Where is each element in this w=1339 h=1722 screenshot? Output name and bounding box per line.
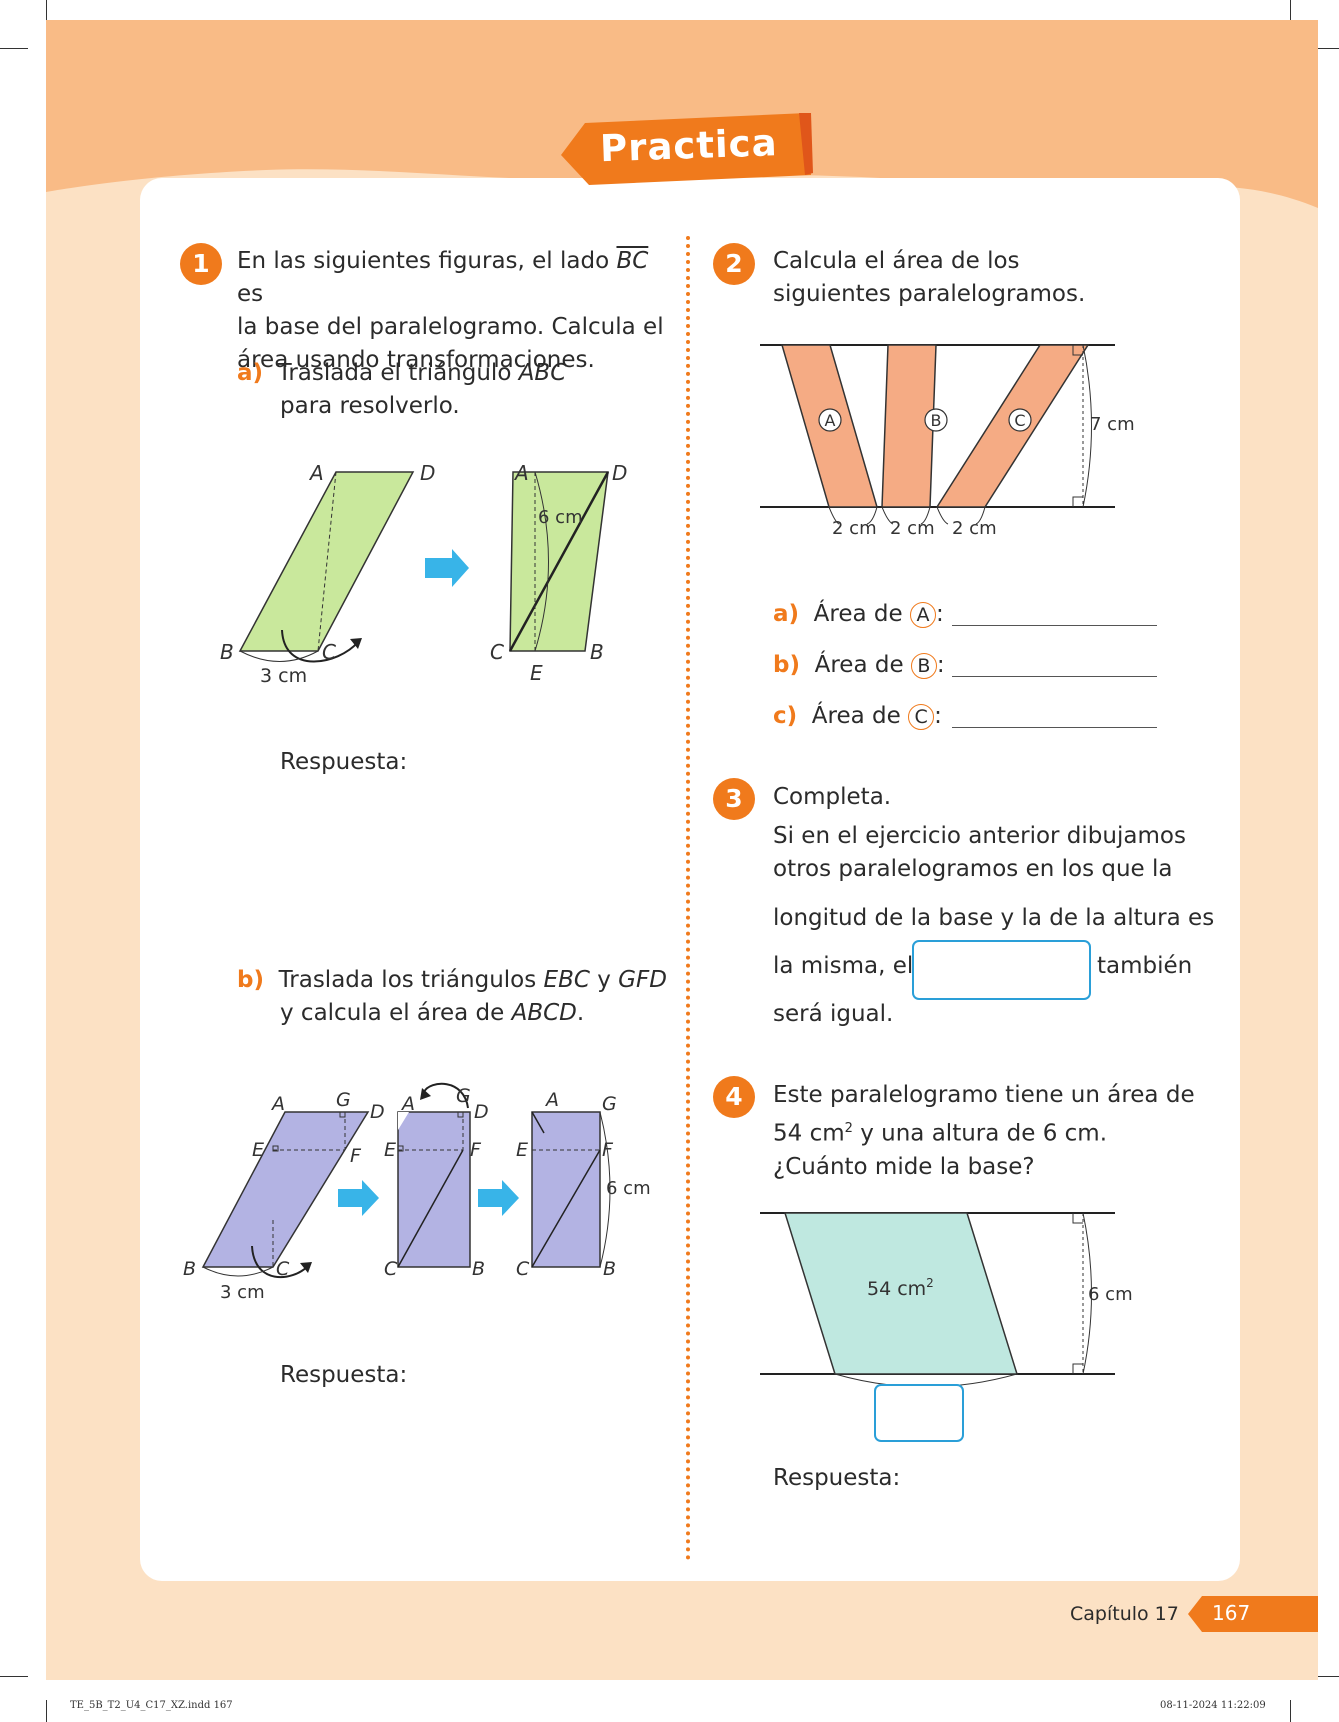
fig1b-label-G3: G [602,1093,617,1115]
fig1b-label-B: B [183,1258,196,1280]
fig1b-label-B3: B [603,1258,616,1280]
fig1b-label-A2: A [400,1093,415,1115]
fig1a-label-C2: C [490,640,504,664]
fig1b-label-C2: C [384,1258,398,1280]
exercise-1a-text: a) Traslada el triángulo ABC para resolv… [237,360,567,419]
fig1a-base-label: 3 cm [260,665,307,687]
fig1a-label-D: D [420,461,435,485]
fig1b-label-F2: F [470,1139,482,1161]
fig1a-label-D2: D [612,461,627,485]
practica-banner [561,113,813,185]
fig1a-label-A: A [308,461,324,485]
fig1b-label-A3: A [544,1089,559,1111]
chapter-label: Capítulo 17 [1070,1603,1179,1625]
ex4-height-label: 6 cm [1088,1284,1133,1305]
ex2-base-label-1: 2 cm [832,518,877,539]
fig1a-label-C: C [322,640,336,664]
ex2-answer-line-b[interactable] [952,676,1157,677]
fig1b-label-C3: C [516,1258,530,1280]
ex3-line5-pre: la misma, el [773,953,914,979]
fig1b-label-B2: B [472,1258,485,1280]
page-number: 167 [1212,1601,1251,1625]
fig1b-base-label: 3 cm [220,1282,265,1303]
fig1a-label-B: B [220,640,234,664]
fig1b-label-C: C [276,1258,290,1280]
exercise-1b-text: b) Traslada los triángulos EBC y GFD y c… [237,967,667,1026]
exercise-4-answer-label: Respuesta: [773,1465,901,1491]
page-number-tab [1188,1596,1318,1632]
fig1b-label-G2: G [456,1085,471,1107]
page-title: Practica [599,121,779,171]
fig1a-label-E: E [530,661,543,685]
figure-1b: A G D E F B C 3 cm A G D E F C B A G E F… [183,1082,651,1303]
ex3-line4: longitud de la base y la de la altura es [773,905,1215,931]
exercise-3-number: 3 [713,778,755,820]
fig1b-height-label: 6 cm [606,1178,651,1199]
ex2-base-label-3: 2 cm [952,518,997,539]
ex2-answer-line-a[interactable] [952,625,1157,626]
exercise-1-text: En las siguientes figuras, el lado BC es… [237,248,664,373]
ex4-area-label: 54 cm2 [867,1276,934,1300]
fig1b-label-F: F [350,1145,362,1167]
fig1b-label-E2: E [384,1139,396,1161]
figure-1a: A D B C 3 cm A D C B E 6 cm [220,461,627,687]
column-divider [686,236,690,1561]
ex3-line1: Completa. [773,784,892,810]
fig1b-label-E: E [252,1139,264,1161]
ex2-answer-line-c[interactable] [952,727,1157,728]
ex2-item-b: b) Área de B: [773,652,945,679]
header-wave [46,20,1318,208]
fig1a-height-label: 6 cm [538,507,583,528]
exercise-4-number: 4 [713,1076,755,1118]
ex2-item-a: a) Área de A: [773,601,944,628]
fig1b-label-A: A [270,1093,285,1115]
exercise-1a-answer-label: Respuesta: [280,749,408,775]
date-slug: 08-11-2024 11:22:09 [1160,1700,1266,1711]
figure-4: 54 cm2 6 cm [760,1212,1133,1388]
ex2-shape-label-B: B [931,411,942,430]
ex2-height-label: 7 cm [1090,414,1135,435]
exercise-2-number: 2 [713,243,755,285]
fig1a-label-A2: A [513,461,529,485]
fig1b-label-D: D [370,1101,385,1123]
ex2-shape-label-C: C [1014,411,1025,430]
ex3-line6: será igual. [773,1001,894,1027]
ex3-blank-box[interactable] [912,940,1091,1000]
content-card [140,178,1240,1581]
exercise-1-number: 1 [180,243,222,285]
fig1b-label-D2: D [474,1101,489,1123]
fig1b-label-F3: F [602,1139,614,1161]
exercise-4-text: Este paralelogramo tiene un área de 54 c… [773,1082,1195,1180]
fig1a-label-B2: B [590,640,604,664]
ex3-line5-post: también [1097,953,1193,979]
fig1b-label-G: G [336,1089,351,1111]
ex2-shape-label-A: A [825,411,836,430]
file-slug: TE_5B_T2_U4_C17_XZ.indd 167 [70,1700,233,1711]
figure-2: A B C 2 cm 2 cm 2 cm 7 cm [760,344,1135,539]
ex4-base-answer-box[interactable] [874,1384,964,1442]
exercise-1b-answer-label: Respuesta: [280,1362,408,1388]
fig1b-label-E3: E [516,1139,528,1161]
ex2-item-c: c) Área de C: [773,703,942,730]
ex2-base-label-2: 2 cm [890,518,935,539]
